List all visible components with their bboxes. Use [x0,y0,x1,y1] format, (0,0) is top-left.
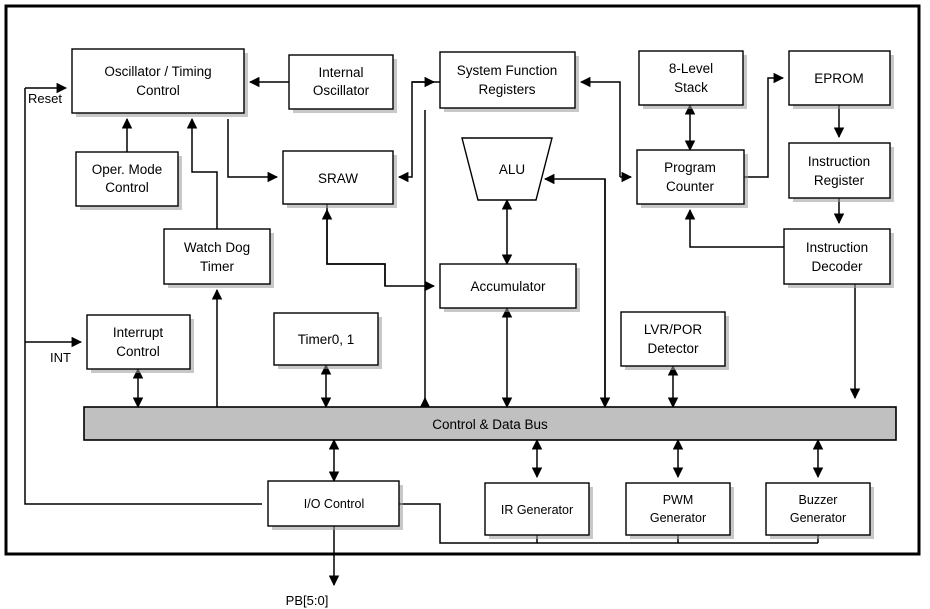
block-lvr-por-detector[interactable]: LVR/POR Detector [620,311,729,370]
block-watch-dog-timer[interactable]: Watch Dog Timer [163,228,274,288]
block-instruction-decoder[interactable]: Instruction Decoder [783,228,894,288]
control-data-bus-label: Control & Data Bus [432,417,548,432]
block-layer: Oscillator / Timing Control Internal Osc… [71,48,894,539]
oper-mode-control-line-1: Oper. Mode [92,162,163,177]
wire-watchdog-to-oscillator [186,117,218,229]
reset-port-label: Reset [28,91,62,106]
instruction-decoder-line-2: Decoder [811,259,863,274]
block-internal-oscillator[interactable]: Internal Oscillator [288,54,397,113]
port-label-layer: Reset INT PB[5:0] [28,91,328,608]
block-oscillator-timing-control[interactable]: Oscillator / Timing Control [71,48,248,117]
internal-oscillator-line-1: Internal [318,65,363,80]
block-eprom[interactable]: EPROM [788,50,894,109]
program-counter-line-1: Program [664,160,716,175]
block-system-function-registers[interactable]: System Function Registers [439,51,579,112]
pwm-generator-line-1: PWM [663,493,694,507]
instruction-register-line-1: Instruction [808,154,870,169]
eprom-label: EPROM [814,71,864,86]
watch-dog-timer-line-2: Timer [200,259,234,274]
block-interrupt-control[interactable]: Interrupt Control [86,314,194,373]
oscillator-timing-control-line-1: Oscillator / Timing [104,64,211,79]
wire-accumulator-to-sraw [321,208,386,286]
wire-decoder-to-program-counter [684,208,784,248]
instruction-decoder-line-1: Instruction [806,240,868,255]
control-data-bus: Control & Data Bus [83,406,897,441]
system-function-registers-line-1: System Function [457,63,558,78]
wire-reset-trunk-to-io-control [24,88,262,505]
timer0-1-label: Timer0, 1 [298,332,355,347]
wire-sfr-to-sraw [397,81,440,183]
wire-program-counter-to-sfr [579,76,621,177]
oscillator-timing-control-line-2: Control [136,83,180,98]
watch-dog-timer-line-1: Watch Dog [184,240,250,255]
pwm-generator-line-2: Generator [650,511,706,525]
wire-io-control-generator-rail [399,503,818,544]
io-control-label: I/O Control [304,497,364,511]
block-sraw[interactable]: SRAW [282,150,397,208]
system-function-registers-line-2: Registers [478,82,535,97]
ir-generator-label: IR Generator [501,503,573,517]
alu-label: ALU [499,162,525,177]
block-eight-level-stack[interactable]: 8-Level Stack [638,50,747,109]
instruction-register-line-2: Register [814,173,865,188]
eight-level-stack-line-1: 8-Level [669,61,713,76]
block-program-counter[interactable]: Program Counter [636,149,748,208]
oper-mode-control-line-2: Control [105,180,149,195]
block-oper-mode-control[interactable]: Oper. Mode Control [75,151,182,210]
interrupt-control-line-2: Control [116,344,160,359]
eight-level-stack-line-2: Stack [674,80,708,95]
program-counter-line-2: Counter [666,179,715,194]
block-accumulator[interactable]: Accumulator [439,263,580,312]
buzzer-generator-line-1: Buzzer [799,493,838,507]
pb-port-label: PB[5:0] [286,593,329,608]
interrupt-control-line-1: Interrupt [113,325,164,340]
int-port-label: INT [50,350,71,365]
internal-oscillator-line-2: Oscillator [313,83,370,98]
block-pwm-generator[interactable]: PWM Generator [625,482,734,539]
lvr-por-detector-line-1: LVR/POR [644,322,703,337]
wire-layer [24,72,861,587]
lvr-por-detector-line-2: Detector [647,341,699,356]
block-instruction-register[interactable]: Instruction Register [788,142,894,202]
buzzer-generator-line-2: Generator [790,511,846,525]
block-io-control[interactable]: I/O Control [267,480,403,530]
block-timer0-1[interactable]: Timer0, 1 [273,312,382,369]
sraw-label: SRAW [318,171,358,186]
accumulator-label: Accumulator [470,279,546,294]
wire-oscillator-to-sraw [227,119,279,183]
alu-block[interactable]: ALU [461,137,553,201]
block-buzzer-generator[interactable]: Buzzer Generator [765,482,874,539]
wire-program-counter-to-eprom [744,72,785,178]
chip-outline [4,4,921,556]
wire-sraw-to-accumulator [326,204,436,292]
block-ir-generator[interactable]: IR Generator [484,482,593,539]
